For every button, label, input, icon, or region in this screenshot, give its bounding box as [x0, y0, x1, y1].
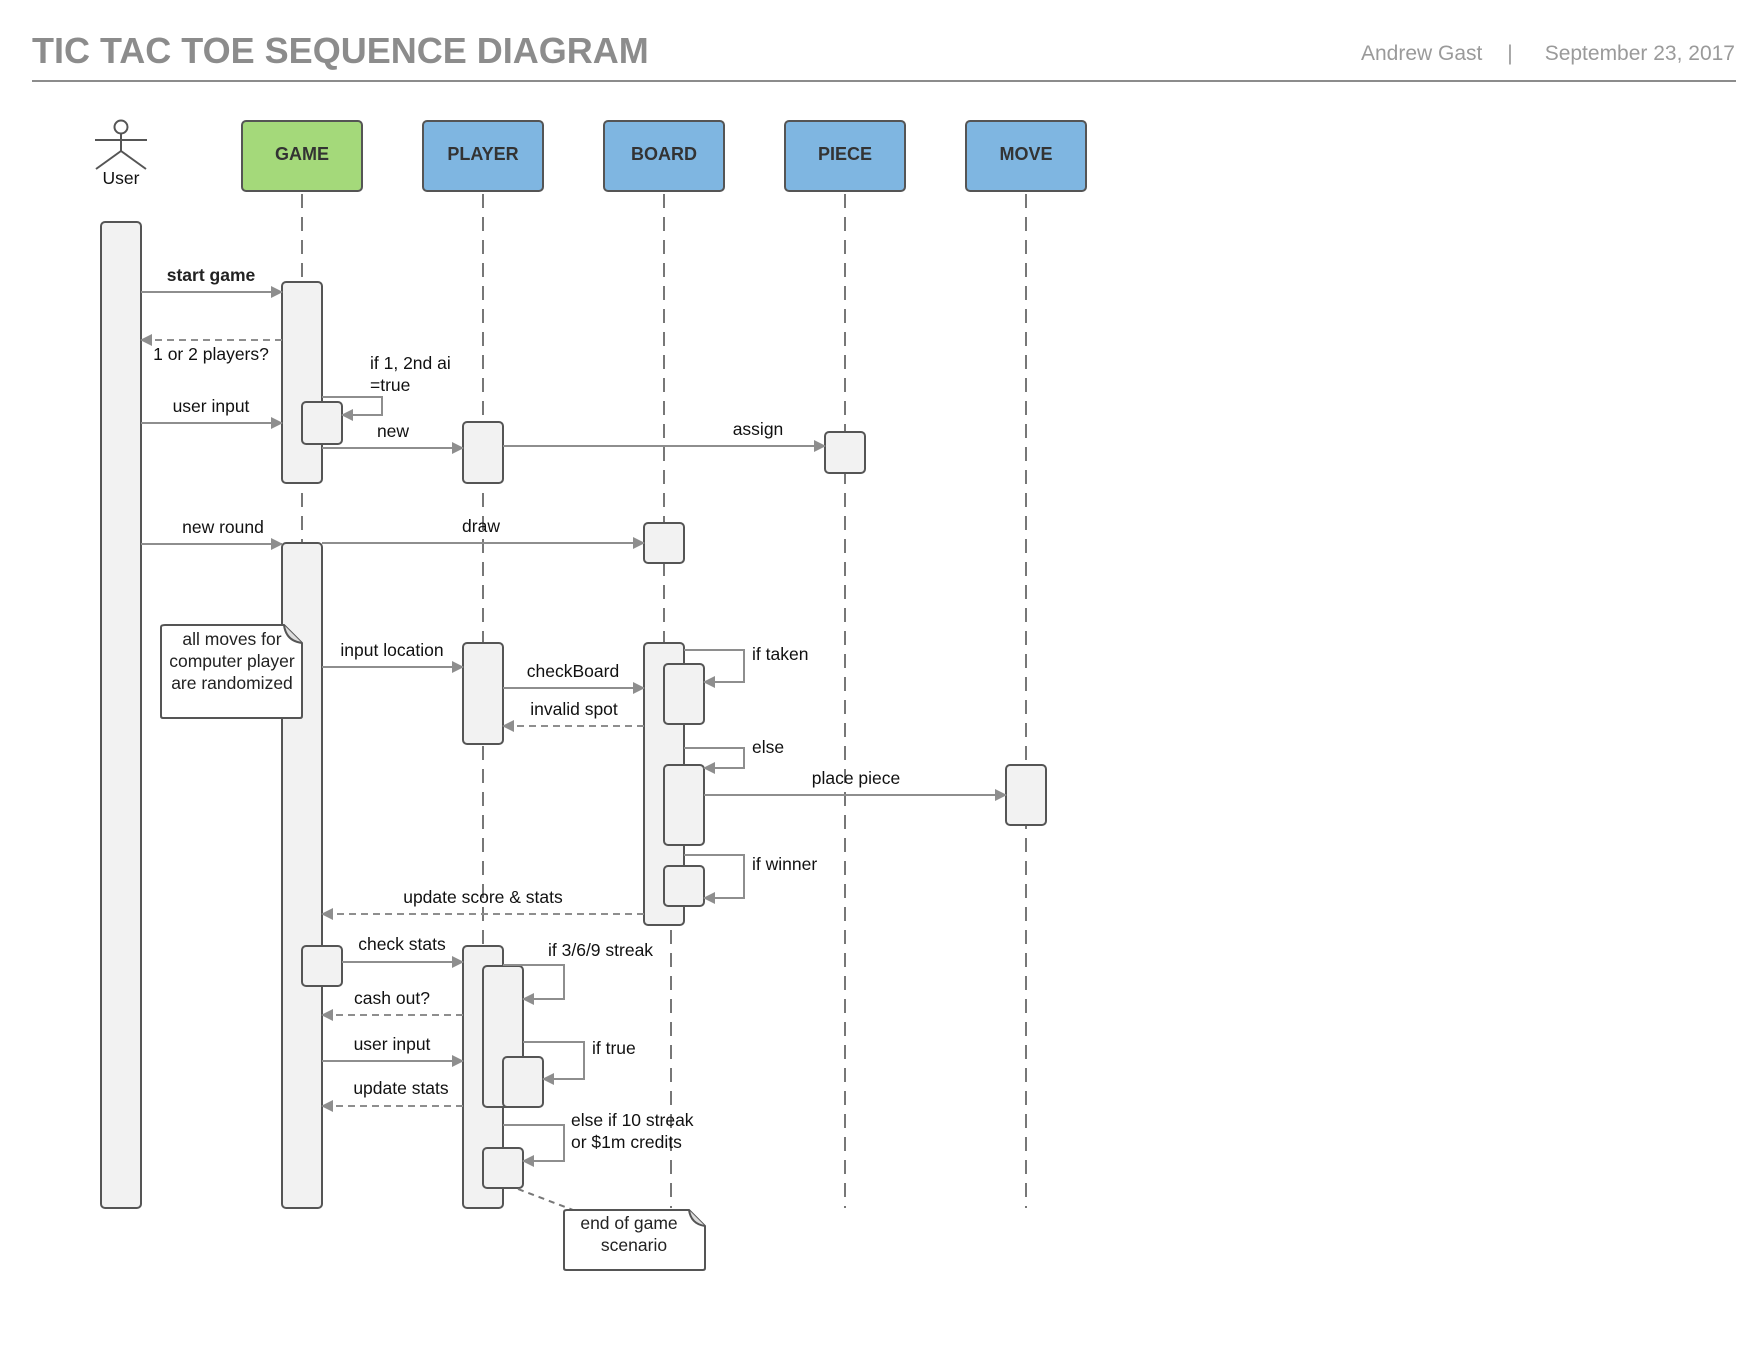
msg-self-streak — [503, 964, 565, 1005]
label-invalid-spot: invalid spot — [530, 699, 618, 719]
msg-self-end — [503, 1124, 565, 1167]
label-if-taken: if taken — [752, 644, 808, 664]
note-line: scenario — [601, 1235, 667, 1255]
label-update-score: update score & stats — [403, 887, 563, 907]
messages: start game 1 or 2 players? if 1, 2nd ai … — [140, 265, 1007, 1167]
label-streak: if 3/6/9 streak — [548, 940, 653, 960]
user-actor-icon — [95, 119, 147, 170]
note-corner-fold — [283, 624, 303, 644]
label-new-round: new round — [182, 517, 264, 537]
activation-game-check — [301, 945, 343, 987]
label-else-if-line2: or $1m credits — [571, 1132, 682, 1152]
note-shape — [563, 1209, 706, 1271]
actor-label: User — [103, 168, 140, 188]
activation-board-draw — [643, 522, 685, 564]
date: September 23, 2017 — [1545, 42, 1735, 65]
label-if-true: if true — [592, 1038, 636, 1058]
activation-player-input — [462, 642, 504, 745]
participant-label: BOARD — [631, 144, 697, 164]
msg-self-ai — [322, 396, 383, 421]
note-line: are randomized — [171, 673, 293, 693]
participant-board: BOARD — [603, 120, 725, 192]
label-check-stats: check stats — [358, 934, 446, 954]
label-user-input-1: user input — [173, 396, 250, 416]
label-input-location: input location — [340, 640, 443, 660]
label-cash-out: cash out? — [354, 988, 430, 1008]
msg-self-winner — [684, 854, 745, 904]
author: Andrew Gast — [1361, 42, 1483, 65]
participant-label: GAME — [275, 144, 329, 164]
label-place-piece: place piece — [812, 768, 901, 788]
label-assign: assign — [733, 419, 784, 439]
note-line: end of game — [580, 1213, 677, 1233]
label-draw: draw — [462, 516, 500, 536]
participant-game: GAME — [241, 120, 363, 192]
label-user-input-2: user input — [354, 1034, 431, 1054]
note-shape — [160, 624, 303, 719]
activation-game-setup — [281, 281, 323, 484]
activation-board-taken — [663, 663, 705, 725]
activation-player-new — [462, 421, 504, 484]
msg-self-true — [523, 1041, 585, 1085]
msg-self-taken — [684, 649, 745, 688]
note-connector — [517, 1188, 574, 1211]
label-update-stats: update stats — [353, 1078, 449, 1098]
participant-label: MOVE — [999, 144, 1052, 164]
note-line: all moves for — [182, 629, 281, 649]
activation-player-true — [502, 1056, 544, 1108]
participant-label: PLAYER — [447, 144, 518, 164]
label-else-if-line1: else if 10 streak — [571, 1110, 694, 1130]
participant-label: PIECE — [818, 144, 872, 164]
activation-player-end — [482, 1147, 524, 1189]
page-title: TIC TAC TOE SEQUENCE DIAGRAM — [32, 30, 649, 71]
label-if-ai-line2: =true — [370, 375, 410, 395]
label-else: else — [752, 737, 784, 757]
label-if-winner: if winner — [752, 854, 817, 874]
participant-box — [965, 120, 1087, 192]
participant-box — [241, 120, 363, 192]
activation-piece-assign — [824, 431, 866, 474]
participant-box — [422, 120, 544, 192]
msg-self-else — [684, 747, 745, 774]
label-check-board: checkBoard — [527, 661, 619, 681]
activation-user — [100, 221, 142, 1209]
note-randomized: all moves for computer player are random… — [160, 624, 303, 719]
participant-box — [603, 120, 725, 192]
label-if-ai-line1: if 1, 2nd ai — [370, 353, 451, 373]
activation-game-self — [301, 401, 343, 445]
note-corner-fold — [688, 1209, 706, 1227]
activation-board-winner — [663, 865, 705, 907]
participant-player: PLAYER — [422, 120, 544, 192]
label-players-question: 1 or 2 players? — [153, 344, 269, 364]
participant-move: MOVE — [965, 120, 1087, 192]
label-start-game: start game — [167, 265, 256, 285]
label-new: new — [377, 421, 409, 441]
header-separator: | — [1507, 42, 1512, 65]
activation-move-place — [1005, 764, 1047, 826]
note-line: computer player — [169, 651, 295, 671]
participant-box — [784, 120, 906, 192]
participant-piece: PIECE — [784, 120, 906, 192]
note-end-of-game: end of game scenario — [563, 1209, 706, 1271]
activation-board-else — [663, 764, 705, 846]
